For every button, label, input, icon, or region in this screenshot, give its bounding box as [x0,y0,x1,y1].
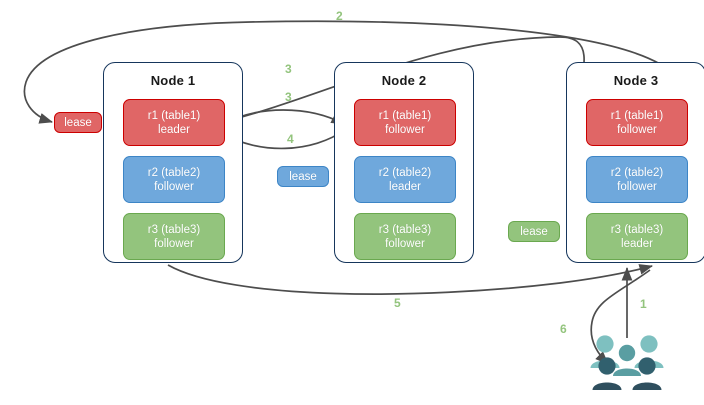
replica-n3-r2-line1: r2 (table2) [610,166,664,179]
replica-n2-r3-line1: r3 (table3) [378,223,432,236]
replica-n3-r2-line2: follower [617,180,657,193]
node-1-title: Node 1 [150,73,196,88]
replica-n2-r2-line2: leader [389,180,421,193]
node-1-container[interactable]: Node 1 r1 (table1) leader r2 (table2) fo… [103,62,243,263]
edge-label-5: 5 [394,296,401,310]
replica-n2-r3-line2: follower [385,237,425,250]
edge-label-4: 4 [287,132,294,146]
replica-n2-r1-line1: r1 (table1) [378,109,432,122]
replica-n1-r3[interactable]: r3 (table3) follower [123,213,225,260]
replica-n2-r1[interactable]: r1 (table1) follower [354,99,456,146]
replica-n3-r1-line1: r1 (table1) [610,109,664,122]
edge-label-2: 2 [336,9,343,23]
lease-badge-red-label: lease [64,116,92,129]
replica-n2-r1-line2: follower [385,123,425,136]
lease-badge-green[interactable]: lease [508,221,560,242]
replica-n1-r3-line2: follower [154,237,194,250]
replica-n3-r3-line2: leader [621,237,653,250]
replica-n2-r3[interactable]: r3 (table3) follower [354,213,456,260]
replica-n3-r3-line1: r3 (table3) [610,223,664,236]
replica-n3-r1[interactable]: r1 (table1) follower [586,99,688,146]
replica-n1-r1-line2: leader [158,123,190,136]
replica-n1-r3-line1: r3 (table3) [147,223,201,236]
people-group-icon [590,335,664,390]
edge-2-path [23,20,661,124]
replica-n1-r2-line1: r2 (table2) [147,166,201,179]
edge-label-6: 6 [560,322,567,336]
replica-n2-r2[interactable]: r2 (table2) leader [354,156,456,203]
node-2-container[interactable]: Node 2 r1 (table1) follower r2 (table2) … [334,62,474,263]
node-3-title: Node 3 [613,73,659,88]
lease-badge-green-label: lease [520,225,548,238]
edge-label-3-short: 3 [285,90,292,104]
node-3-container[interactable]: Node 3 r1 (table1) follower r2 (table2) … [566,62,704,263]
replica-n3-r1-line2: follower [617,123,657,136]
lease-badge-blue-label: lease [289,170,317,183]
node-2-title: Node 2 [381,73,427,88]
lease-badge-red[interactable]: lease [54,112,102,133]
replica-n2-r2-line1: r2 (table2) [378,166,432,179]
replica-n3-r3[interactable]: r3 (table3) leader [586,213,688,260]
replica-n3-r2[interactable]: r2 (table2) follower [586,156,688,203]
replica-n1-r1[interactable]: r1 (table1) leader [123,99,225,146]
edge-5-path [167,264,653,295]
replica-n1-r2[interactable]: r2 (table2) follower [123,156,225,203]
lease-badge-blue[interactable]: lease [277,166,329,187]
replica-n1-r2-line2: follower [154,180,194,193]
edge-label-1: 1 [640,297,647,311]
replica-n1-r1-line1: r1 (table1) [147,109,201,122]
edge-label-3-long: 3 [285,62,292,76]
edge-6-path [590,269,651,365]
